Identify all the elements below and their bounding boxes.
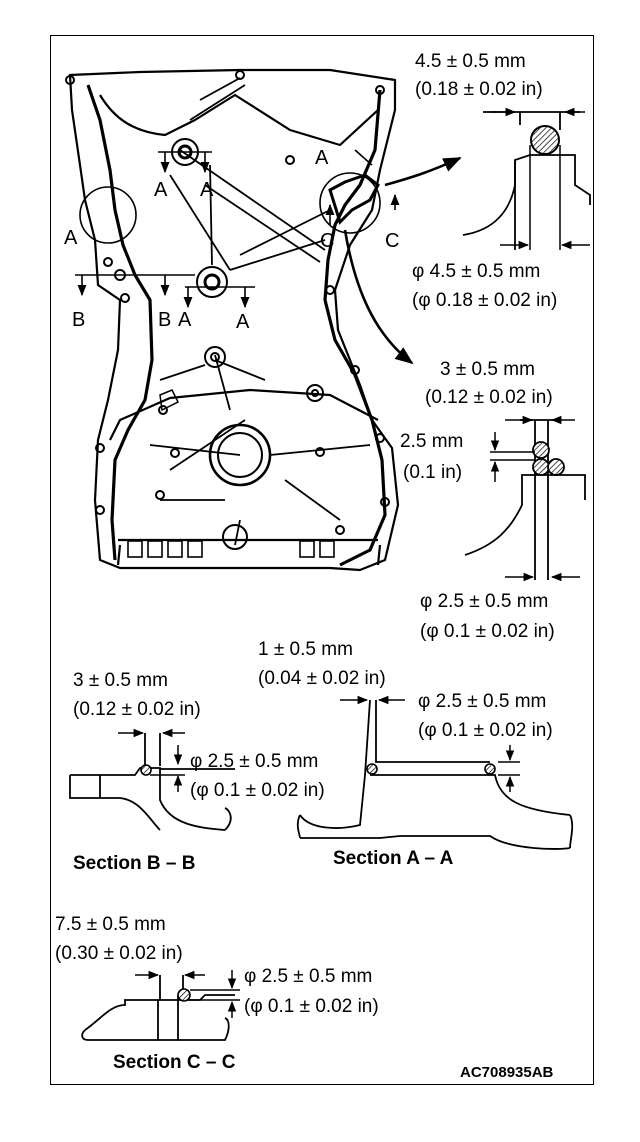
detail-a-top-dia: φ 4.5 ± 0.5 mm: [412, 261, 541, 282]
section-cc-dia-in: (φ 0.1 ± 0.02 in): [244, 996, 379, 1017]
section-cc-dim-in: (0.30 ± 0.02 in): [55, 943, 183, 964]
section-aa-profile: [296, 699, 574, 850]
section-cc-title: Section C – C: [113, 1052, 236, 1073]
marker-a-4: A: [315, 147, 329, 169]
detail-a-top-dims: [490, 107, 590, 250]
detail-a-right-dim: 3 ± 0.5 mm: [440, 359, 535, 380]
section-cc-profile: [81, 975, 235, 1041]
marker-b-1: B: [72, 309, 86, 331]
marker-c-2: C: [385, 230, 400, 252]
detail-a-top-dim-in: (0.18 ± 0.02 in): [415, 79, 543, 100]
section-cc-dim: 7.5 ± 0.5 mm: [55, 914, 166, 935]
detail-leaders: [343, 156, 462, 365]
marker-a-1: A: [154, 179, 168, 201]
section-bb-dim: 3 ± 0.5 mm: [73, 670, 168, 691]
detail-a-top-dim: 4.5 ± 0.5 mm: [415, 51, 526, 72]
section-bb-dims: [118, 728, 185, 792]
detail-a-right-dia: φ 2.5 ± 0.5 mm: [420, 591, 549, 612]
cover-bottom-slots: [127, 540, 335, 558]
figure-frame: [50, 35, 594, 1085]
cover-outline: [68, 68, 400, 572]
seal-bead-cc: [177, 988, 191, 1002]
section-aa-dia: φ 2.5 ± 0.5 mm: [418, 691, 547, 712]
seal-bead-a-right-1: [532, 441, 550, 459]
section-bb-title: Section B – B: [73, 853, 196, 874]
section-aa-dim: 1 ± 0.5 mm: [258, 639, 353, 660]
marker-c-1: C: [320, 230, 335, 252]
section-cc-dia: φ 2.5 ± 0.5 mm: [244, 966, 373, 987]
section-bb-dia-in: (φ 0.1 ± 0.02 in): [190, 780, 325, 801]
detail-a-top-profile: [462, 111, 591, 250]
section-aa-dims: [340, 695, 520, 792]
section-aa-title: Section A – A: [333, 848, 454, 869]
section-bb-profile: [69, 733, 235, 831]
section-cc-dims: [135, 970, 240, 1018]
seal-bead-a-top: [530, 125, 560, 155]
marker-a-5: A: [178, 309, 192, 331]
marker-b-2: B: [158, 309, 172, 331]
marker-a-3: A: [64, 227, 78, 249]
detail-a-top-dia-in: (φ 0.18 ± 0.02 in): [412, 290, 558, 311]
detail-a-right-profile: [464, 419, 586, 580]
marker-a-6: A: [236, 311, 250, 333]
detail-a-right-gap: 2.5 mm: [400, 431, 464, 452]
figure-code: AC708935AB: [460, 1064, 554, 1081]
detail-a-right-dia-in: (φ 0.1 ± 0.02 in): [420, 621, 555, 642]
seal-bead-a-right-2: [532, 458, 550, 476]
seal-bead-aa-2: [484, 763, 496, 775]
detail-circles: [79, 172, 381, 244]
detail-a-right-dim-in: (0.12 ± 0.02 in): [425, 387, 553, 408]
section-aa-dim-in: (0.04 ± 0.02 in): [258, 668, 386, 689]
section-bb-dim-in: (0.12 ± 0.02 in): [73, 699, 201, 720]
detail-a-right-gap-in: (0.1 in): [403, 462, 463, 483]
section-cut-indicators: [75, 149, 400, 309]
seal-bead-a-right-3: [547, 458, 565, 476]
section-bb-dia: φ 2.5 ± 0.5 mm: [190, 751, 319, 772]
seal-bead-aa-1: [366, 763, 378, 775]
section-aa-dia-in: (φ 0.1 ± 0.02 in): [418, 720, 553, 741]
marker-a-2: A: [200, 179, 214, 201]
seal-bead-bb: [140, 764, 152, 776]
detail-a-right-dims: [490, 415, 580, 582]
